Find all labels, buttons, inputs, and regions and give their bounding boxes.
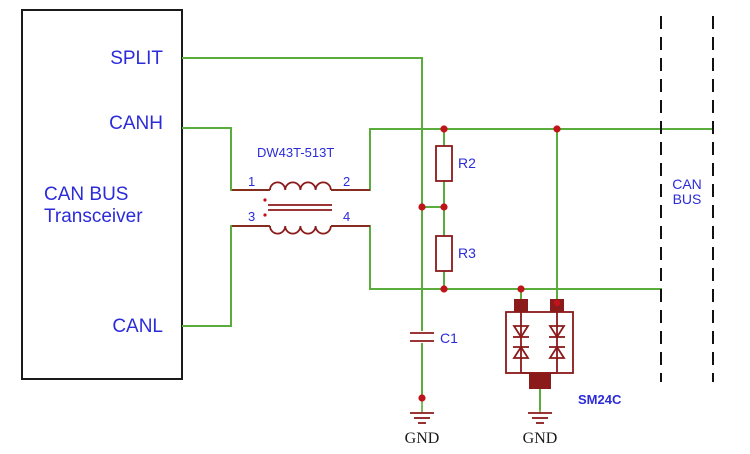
resistor-r2: R2 [435, 145, 476, 182]
transceiver-block: SPLIT CANH CAN BUS Transceiver CANL [21, 9, 183, 380]
junction-r3-buslow [440, 285, 448, 293]
wire-canh [182, 127, 269, 191]
capacitor-c1: C1 [409, 330, 458, 346]
pin-split-label: SPLIT [110, 48, 163, 69]
junction-tvs-high-pin [553, 299, 561, 307]
bus-label-line2: BUS [673, 191, 702, 207]
gnd-left-label: GND [405, 430, 440, 447]
r3-label: R3 [458, 245, 476, 261]
bus-label-line1: CAN [672, 176, 702, 192]
gnd-right-label: GND [523, 430, 558, 447]
junction-r-mid [440, 203, 448, 211]
tvs-part-label: SM24C [578, 392, 622, 407]
wire-bus-high [331, 128, 714, 191]
r2-label: R2 [458, 155, 476, 171]
common-mode-choke: DW43T-513T 1 2 3 4 [232, 145, 370, 235]
ground-left: GND [405, 398, 440, 447]
wire-bus-low [331, 225, 662, 290]
choke-pin1-label: 1 [248, 174, 255, 189]
wire-canl [182, 225, 269, 327]
pin-canl-label: CANL [112, 316, 163, 337]
choke-lower-winding [269, 225, 332, 235]
bus-boundary: CAN BUS [660, 16, 714, 382]
junction-split-mid [418, 203, 426, 211]
choke-pin2-label: 2 [343, 174, 350, 189]
transceiver-title-line2: Transceiver [44, 206, 143, 227]
choke-upper-winding [269, 181, 332, 191]
choke-part-label: DW43T-513T [257, 145, 334, 160]
ground-right: GND [523, 410, 558, 447]
junctions [418, 125, 561, 402]
resistor-r3: R3 [435, 235, 476, 272]
c1-label: C1 [440, 330, 458, 346]
tvs-array-sm24c: SM24C [505, 299, 622, 407]
wires [182, 57, 714, 410]
wire-split [182, 57, 423, 398]
junction-r2-bushigh [440, 125, 448, 133]
transceiver-title-line1: CAN BUS [44, 184, 128, 205]
wire-tvs-low [444, 288, 522, 303]
junction-gnd-left [418, 394, 426, 402]
junction-tvs-bushigh [553, 125, 561, 133]
junction-tvs-low [517, 285, 525, 293]
choke-pin3-label: 3 [248, 209, 255, 224]
choke-pin4-label: 4 [343, 209, 350, 224]
pin-canh-label: CANH [109, 113, 163, 134]
